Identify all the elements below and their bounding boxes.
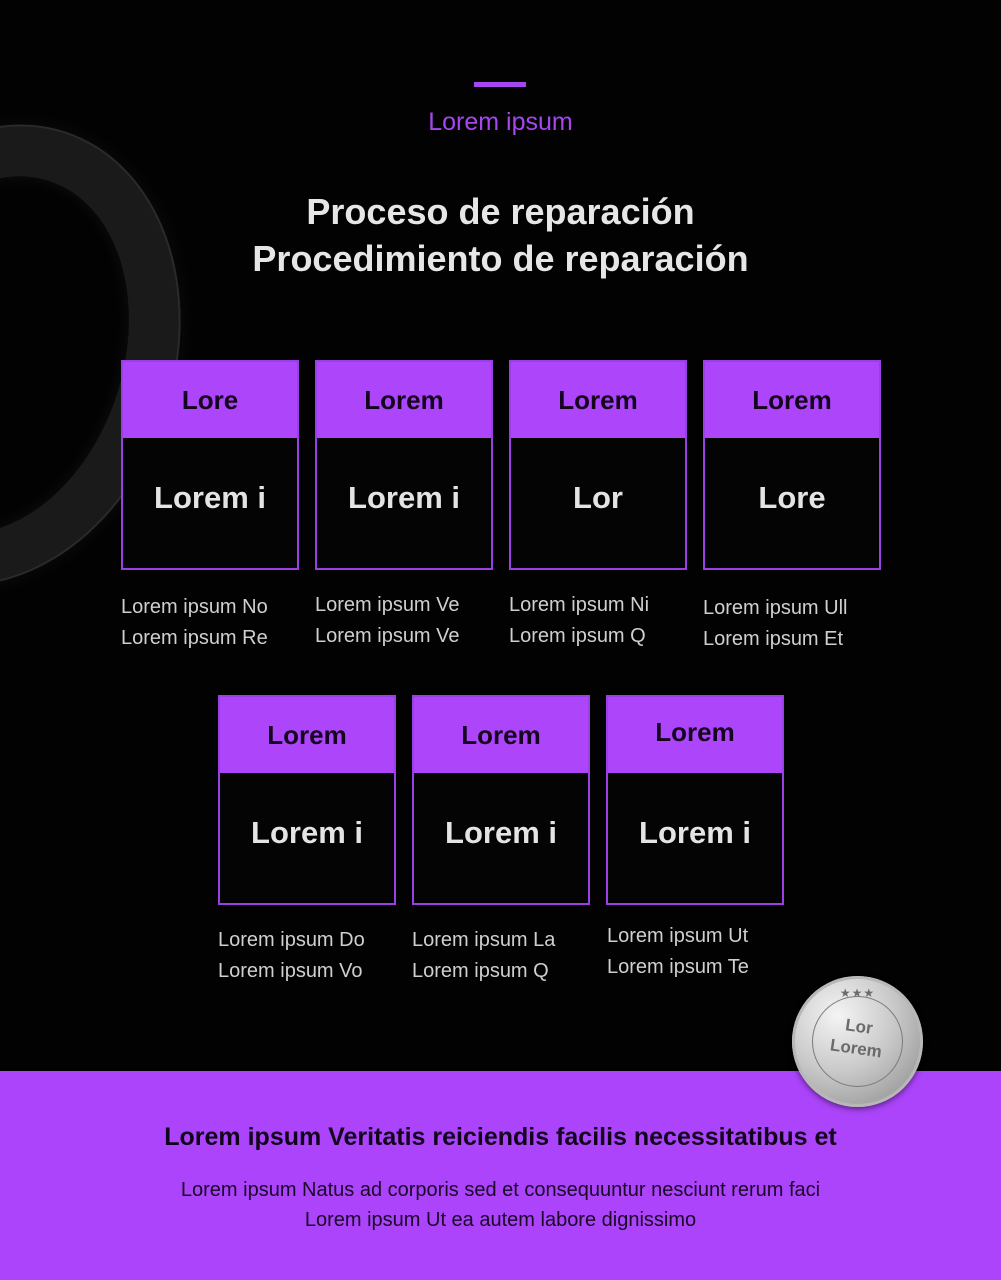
step-desc-line: Lorem ipsum La (412, 929, 556, 951)
step-card: Lorem Lore (703, 360, 881, 570)
step-desc-line: Lorem ipsum Re (121, 627, 268, 649)
footer-line-2: Lorem ipsum Ut ea autem labore dignissim… (304, 1209, 697, 1231)
step-card: Lorem Lorem i (412, 695, 590, 905)
footer-title: Lorem ipsum Veritatis reiciendis facilis… (164, 1123, 837, 1151)
title-line-1: Proceso de reparación (306, 191, 695, 232)
step-card-header: Lore (123, 362, 297, 438)
step-card-header: Lorem (608, 697, 782, 773)
step-description: Lorem ipsum No Lorem ipsum Re (121, 592, 321, 654)
stars-icon: ★★★ (839, 986, 876, 1000)
step-card-header: Lorem (511, 362, 685, 438)
step-card: Lorem Lorem i (218, 695, 396, 905)
footer-text: Lorem ipsum Natus ad corporis sed et con… (0, 1175, 1001, 1235)
step-card: Lorem Lorem i (315, 360, 493, 570)
step-description: Lorem ipsum Do Lorem ipsum Vo (218, 925, 418, 987)
step-desc-line: Lorem ipsum Do (218, 929, 365, 951)
footer-line-1: Lorem ipsum Natus ad corporis sed et con… (180, 1179, 821, 1201)
footer-band: Lorem ipsum Veritatis reiciendis facilis… (0, 1071, 1001, 1280)
eyebrow-label: Lorem ipsum (428, 108, 573, 136)
step-card: Lorem Lor (509, 360, 687, 570)
step-desc-line: Lorem ipsum No (121, 596, 268, 618)
step-card-body: Lor (573, 480, 623, 515)
step-card-body: Lore (758, 480, 826, 515)
medal-inner-ring (812, 996, 903, 1087)
step-desc-line: Lorem ipsum Q (509, 625, 646, 647)
step-desc-line: Lorem ipsum Ve (315, 625, 460, 647)
step-desc-line: Lorem ipsum Te (607, 956, 749, 978)
step-card: Lore Lorem i (121, 360, 299, 570)
step-description: Lorem ipsum La Lorem ipsum Q (412, 925, 612, 987)
step-card-body: Lorem i (639, 815, 751, 850)
step-desc-line: Lorem ipsum Ull (703, 597, 848, 619)
step-desc-line: Lorem ipsum Ut (607, 925, 749, 947)
step-desc-line: Lorem ipsum Ni (509, 594, 650, 616)
step-card-body: Lorem i (348, 480, 460, 515)
step-desc-line: Lorem ipsum Et (703, 628, 844, 650)
medal-text: Lor Lorem (790, 1007, 926, 1069)
step-desc-line: Lorem ipsum Ve (315, 594, 460, 616)
step-desc-line: Lorem ipsum Q (412, 960, 549, 982)
step-card: Lorem Lorem i (606, 695, 784, 905)
step-desc-line: Lorem ipsum Vo (218, 960, 363, 982)
page-title: Proceso de reparación Procedimiento de r… (0, 188, 1001, 282)
step-description: Lorem ipsum Ni Lorem ipsum Q (509, 590, 709, 652)
step-card-body: Lorem i (154, 480, 266, 515)
accent-bar (474, 82, 526, 87)
title-line-2: Procedimiento de reparación (252, 238, 749, 279)
step-description: Lorem ipsum Ut Lorem ipsum Te (607, 921, 807, 983)
silver-medal-badge-icon: ★★★ Lor Lorem (792, 976, 923, 1107)
step-description: Lorem ipsum Ve Lorem ipsum Ve (315, 590, 515, 652)
step-card-header: Lorem (220, 697, 394, 773)
step-card-header: Lorem (705, 362, 879, 438)
step-card-header: Lorem (317, 362, 491, 438)
step-card-body: Lorem i (445, 815, 557, 850)
step-card-body: Lorem i (251, 815, 363, 850)
step-description: Lorem ipsum Ull Lorem ipsum Et (703, 593, 903, 655)
step-card-header: Lorem (414, 697, 588, 773)
